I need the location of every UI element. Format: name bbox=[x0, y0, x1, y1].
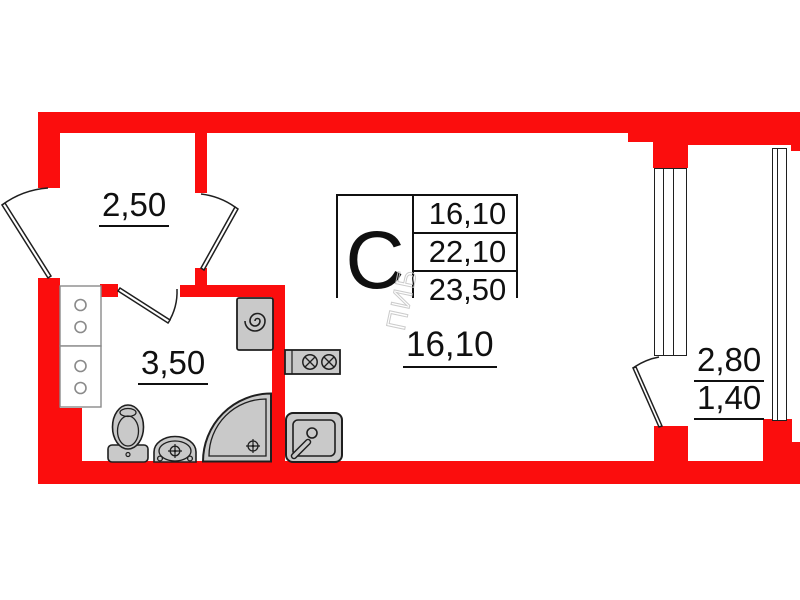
balcony-door-icon bbox=[631, 356, 664, 428]
wall-hall-divider-bottom bbox=[195, 268, 207, 286]
wall-bath-right bbox=[272, 285, 285, 461]
toilet-icon bbox=[107, 404, 149, 463]
room-door-icon bbox=[200, 193, 239, 272]
wall-balcony-pier-top bbox=[653, 130, 688, 168]
area-table-row-total: 22,10 bbox=[414, 234, 516, 270]
shower-icon bbox=[201, 392, 272, 463]
wall-top-right bbox=[688, 112, 800, 145]
hallway-area-label: 2,50 bbox=[99, 188, 170, 227]
bathroom-door-icon bbox=[116, 286, 178, 325]
wall-left-top-stub bbox=[38, 112, 60, 188]
kitchen-sink-icon bbox=[285, 412, 343, 463]
wall-bath-top-left-stub bbox=[100, 284, 118, 297]
wall-balcony-pier-bottom-right bbox=[763, 419, 792, 461]
balcony-window-icon bbox=[654, 168, 687, 356]
unit-area-table: С 16,10 22,10 23,50 bbox=[336, 194, 518, 308]
balcony-area-full-label: 2,80 bbox=[694, 343, 765, 382]
area-table-row-total-with-balcony: 23,50 bbox=[414, 272, 516, 308]
unit-type-label: С bbox=[338, 196, 412, 308]
window-pane-line bbox=[776, 149, 778, 420]
washbasin-icon bbox=[153, 435, 197, 463]
wall-top bbox=[38, 112, 800, 133]
wall-bottom bbox=[38, 461, 800, 484]
riser-shaft-icon bbox=[59, 285, 102, 408]
bathroom-area-label: 3,50 bbox=[138, 346, 209, 385]
balcony-area-reduced-label: 1,40 bbox=[694, 381, 765, 420]
window-pane-line bbox=[663, 169, 665, 355]
wall-right-edge-top bbox=[791, 112, 800, 151]
wall-left-bottom-thick bbox=[38, 408, 82, 461]
area-table-row-living: 16,10 bbox=[414, 196, 516, 232]
wall-balcony-pier-bottom-left bbox=[654, 426, 688, 461]
balcony-outer-glazing-icon bbox=[772, 148, 787, 421]
entrance-door-icon bbox=[0, 187, 53, 280]
stove-icon bbox=[284, 349, 341, 375]
living-room-area-label: 16,10 bbox=[403, 327, 497, 368]
washing-machine-icon bbox=[236, 297, 274, 351]
wall-bath-top bbox=[180, 285, 283, 297]
wall-hall-divider-top bbox=[195, 133, 207, 193]
wall-bottom-right-step bbox=[789, 442, 800, 461]
window-pane-line bbox=[673, 169, 675, 355]
